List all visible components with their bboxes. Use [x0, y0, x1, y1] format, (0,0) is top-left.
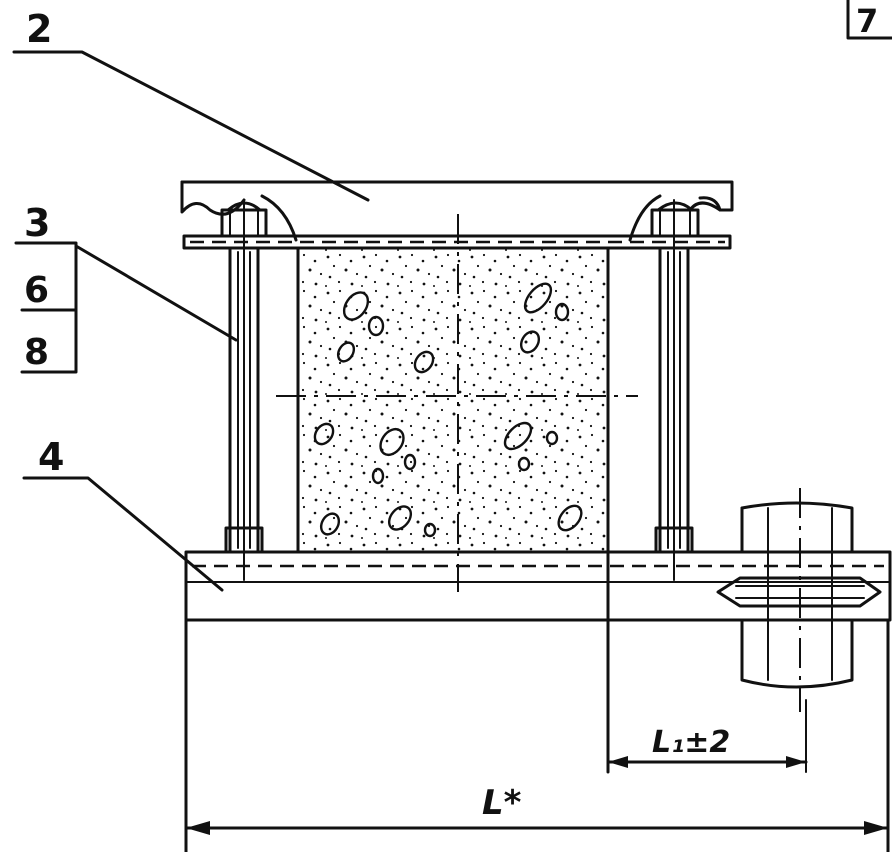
right-pipe-section — [716, 488, 882, 712]
dimension-l-overall: L* — [184, 783, 890, 835]
leader-label-3-6-8: 3 6 8 — [14, 201, 238, 374]
support-body — [184, 550, 890, 852]
leader-label-4: 4 — [22, 435, 224, 592]
label-8: 8 — [24, 332, 49, 373]
label-6: 6 — [24, 270, 49, 311]
label-3: 3 — [24, 201, 50, 245]
dimension-l1: L₁±2 — [606, 699, 808, 773]
label-7-box: 7 — [846, 0, 892, 40]
left-bolt — [224, 199, 264, 581]
label-4: 4 — [38, 435, 64, 479]
dimension-l1-label: L₁±2 — [652, 725, 730, 760]
label-2: 2 — [26, 7, 52, 51]
top-cap-plate — [180, 180, 734, 250]
dimension-l-label: L* — [482, 783, 522, 823]
concrete-block — [296, 246, 610, 554]
leader-label-2: 2 — [12, 7, 370, 202]
right-bolt — [654, 199, 694, 581]
label-7: 7 — [856, 2, 878, 40]
